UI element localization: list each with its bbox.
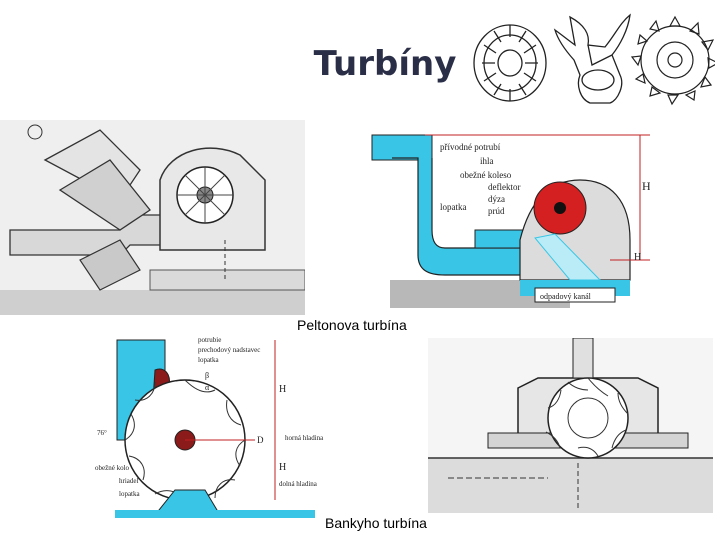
banki-section-drawing [428,338,713,513]
label-tailrace: odpadový kanál [540,292,592,301]
banki-schematic: potrubie prechodový nadstavec lopatka β … [95,330,335,520]
pelton-schematic: přívodné potrubí ihla obežné koleso defl… [370,130,650,310]
label-blade: lopatka [119,490,140,498]
caption-pelton: Peltonova turbína [297,317,407,333]
label-banki-head2: H [279,462,286,473]
label-banki-pipe: potrubie [198,336,221,344]
label-angle-beta: β [205,371,209,380]
turbine-runners-illustration [473,13,715,106]
label-lower-level: dolná hladina [279,480,318,488]
francis-runner-sketch [473,24,547,102]
label-banki-flap: prechodový nadstavec [198,346,260,354]
label-deflector: deflektor [488,182,520,192]
label-bucket: lopatka [440,202,467,212]
label-upper-level: horná hladina [285,434,324,442]
pelton-wheel-red [533,181,587,235]
label-diameter: D [257,435,264,445]
pelton-runner-sketch [630,15,715,106]
slide-title: Turbíny [313,44,457,84]
label-shaft: hriadeľ [119,477,139,485]
caption-banki: Bankyho turbína [325,515,427,531]
label-head: H [642,179,650,193]
label-banki-guide: lopatka [198,356,219,364]
label-jet: prúd [488,206,505,216]
label-nozzle: dýza [488,194,505,204]
label-pipe: přívodné potrubí [440,142,501,152]
label-banki-wheel: obežné kolo [95,464,130,472]
label-wheel: obežné koleso [460,170,512,180]
label-angle-alpha: α [205,383,210,392]
label-needle: ihla [480,156,494,166]
kaplan-runner-sketch [553,13,631,104]
pelton-section-drawing [0,120,305,315]
label-angle-76: 76° [97,429,107,437]
label-banki-head: H [279,384,286,395]
label-head-lower: H [634,252,641,263]
